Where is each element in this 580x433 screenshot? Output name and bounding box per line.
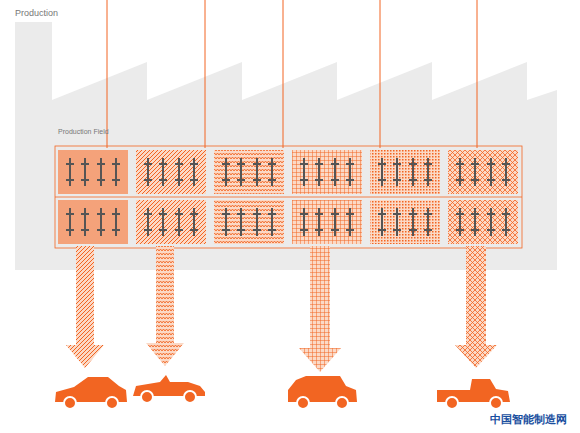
production-cell (448, 200, 518, 244)
page-title: Production (15, 8, 58, 18)
car-wheels (64, 391, 502, 409)
watermark: 中国智能制造网 (490, 412, 567, 427)
factory-silhouette (15, 22, 557, 270)
production-cell (448, 150, 518, 194)
production-cell (370, 150, 440, 194)
production-cell (136, 200, 206, 244)
production-cells (58, 150, 518, 244)
field-outline (55, 146, 522, 248)
production-cell (292, 150, 362, 194)
field-label: Production Field (58, 128, 109, 135)
output-arrows (66, 246, 497, 372)
production-cell (292, 200, 362, 244)
production-cell (58, 200, 128, 244)
production-cell (136, 150, 206, 194)
production-cell (58, 150, 128, 194)
production-cell (214, 200, 284, 244)
cars (55, 375, 510, 402)
supply-lines (107, 0, 477, 148)
production-cell (370, 200, 440, 244)
production-cell (214, 150, 284, 194)
field-divider (55, 197, 522, 198)
